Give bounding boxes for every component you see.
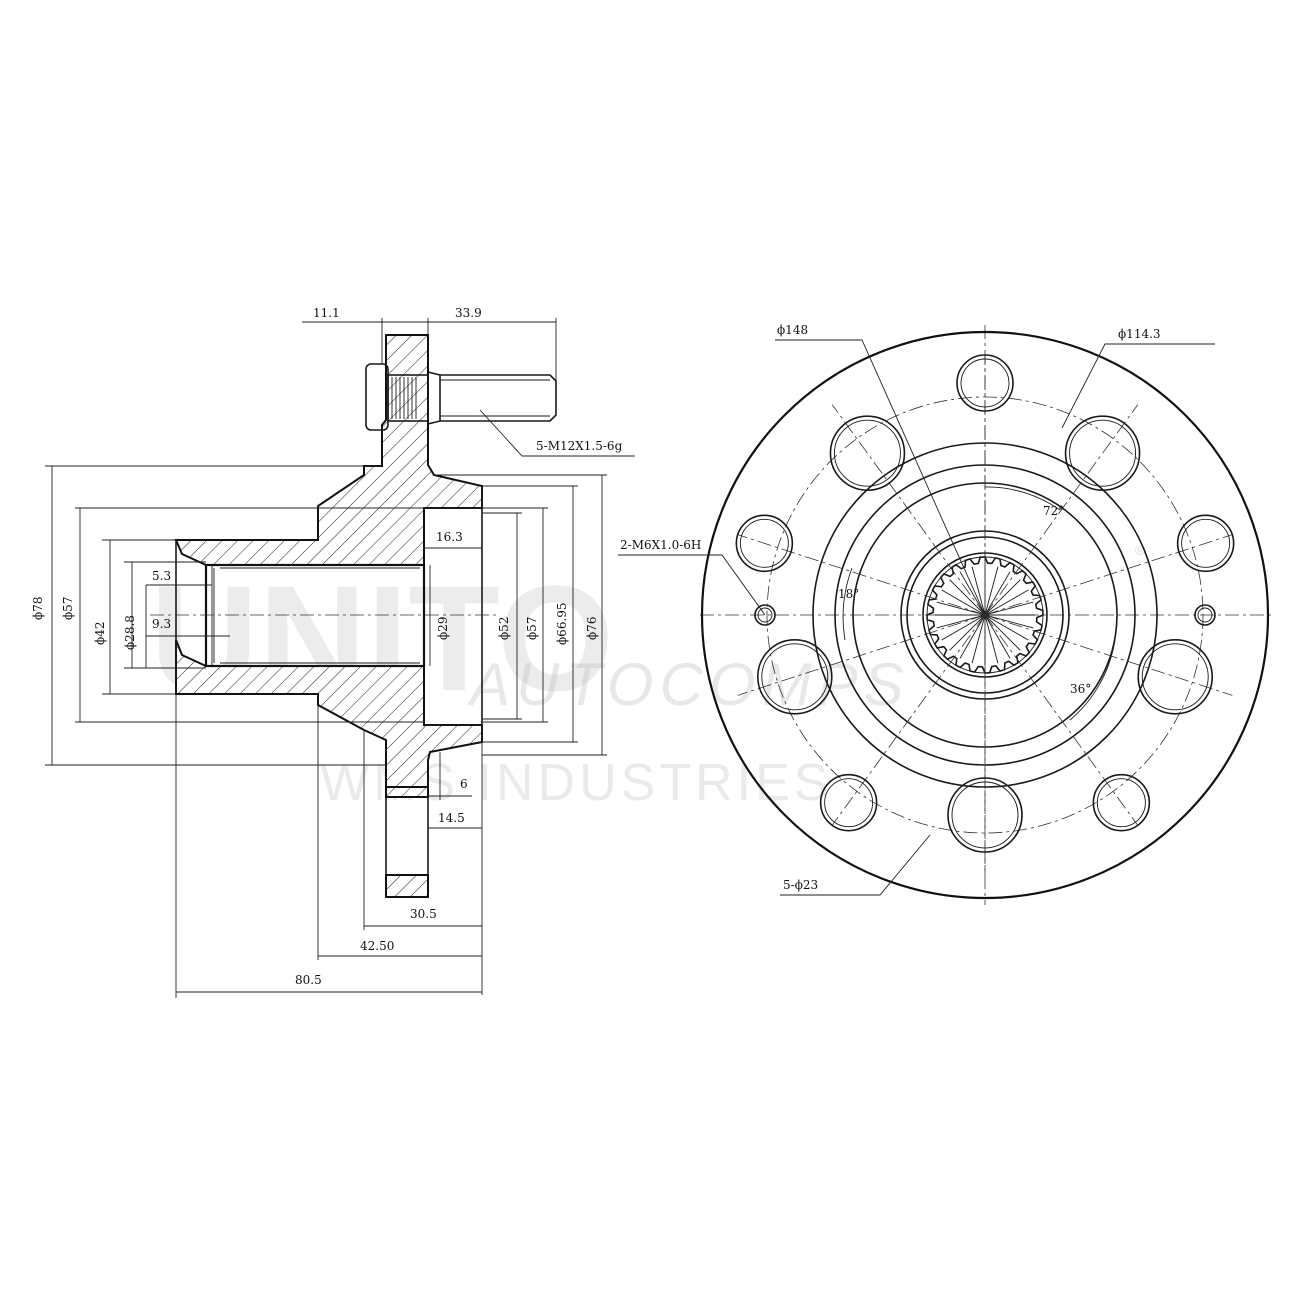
bolt-hole-inner [1181, 518, 1231, 568]
hub-circle-172 [812, 442, 1158, 788]
bolt-hole [819, 773, 878, 832]
bolt-hole [1092, 773, 1151, 832]
label-phi148: ϕ148 [777, 323, 808, 337]
label-36-deg: 36° [1070, 682, 1091, 696]
dim-5-3: 5.3 [152, 569, 171, 583]
bolt-hole [956, 354, 1014, 412]
bolt-hole-inner [1096, 778, 1146, 828]
spline-tooth-profile [926, 556, 1044, 674]
stud-thread-label: 5-M12X1.5-6g [536, 439, 623, 453]
bolt-hole [1064, 415, 1141, 491]
watermark-line1: AUTOCOMPS [467, 651, 910, 718]
dim-left: ϕ78 ϕ57 ϕ42 ϕ28.8 [31, 465, 424, 766]
label-holes: 5-ϕ23 [783, 878, 818, 892]
bolt-hole-inner [1069, 419, 1137, 487]
dim-phi57-left: ϕ57 [61, 597, 75, 620]
bolt-hole-inner [833, 419, 901, 487]
radial-line [984, 534, 1233, 616]
dim-9-3: 9.3 [152, 617, 171, 631]
dim-33-9: 33.9 [455, 306, 482, 320]
radial-line [737, 534, 986, 616]
hub-bore [204, 563, 426, 668]
dim-right: ϕ29 ϕ52 ϕ57 ϕ66.95 ϕ76 [429, 474, 607, 756]
bolt-hole-inner [761, 643, 829, 711]
bolt-hole-inner [951, 781, 1019, 849]
label-phi114-3: ϕ114.3 [1118, 327, 1161, 341]
bolt-hole [756, 639, 833, 715]
dim-14-5: 14.5 [438, 811, 465, 825]
radial-line [984, 614, 1233, 696]
dim-phi28-8: ϕ28.8 [123, 615, 137, 650]
bolt-hole [1176, 514, 1235, 573]
radial-line [984, 614, 1139, 826]
tapped-hole-right [1194, 604, 1216, 626]
dim-80-5: 80.5 [295, 973, 322, 987]
bolt-hole [1137, 639, 1214, 715]
dim-phi66-95: ϕ66.95 [555, 602, 569, 645]
front-annotations: ϕ148 ϕ114.3 2-M6X1.0-6H 72° 18° 36° 5-ϕ2… [618, 323, 1215, 896]
radial-line [984, 404, 1139, 616]
front-view: ϕ148 ϕ114.3 2-M6X1.0-6H 72° 18° 36° 5-ϕ2… [618, 323, 1275, 905]
label-72-deg: 72° [1043, 504, 1064, 518]
dim-phi76: ϕ76 [585, 617, 599, 640]
dim-bottom: 6 14.5 30.5 42.50 80.5 [175, 694, 483, 998]
dim-16-3: 16.3 [436, 530, 463, 544]
dim-30-5: 30.5 [410, 907, 437, 921]
label-18-deg: 18° [838, 587, 859, 601]
outer-flange-circle [700, 330, 1270, 900]
wheel-stud [365, 363, 557, 431]
bolt-hole-inner [960, 358, 1010, 408]
dim-42-50: 42.50 [360, 939, 394, 953]
radial-center-lines [737, 355, 1233, 875]
bolt-hole-inner [739, 518, 789, 568]
watermark-registered-mark: ® [1135, 542, 1146, 558]
dim-top: 11.1 33.9 [302, 306, 557, 380]
bore-spline-marks [220, 567, 420, 664]
label-tapped-holes: 2-M6X1.0-6H [620, 538, 701, 552]
dim-phi57-right: ϕ57 [525, 617, 539, 640]
side-view: 11.1 33.9 5-M12X1.5-6g ϕ78 ϕ57 ϕ42 ϕ28 [31, 306, 635, 998]
bolt-hole [735, 514, 794, 573]
dim-phi52: ϕ52 [497, 617, 511, 640]
bolt-hole [829, 415, 906, 491]
stud-leader: 5-M12X1.5-6g [479, 409, 635, 457]
tapped-hole-left [754, 604, 776, 626]
radial-line [737, 614, 986, 696]
dim-phi42: ϕ42 [93, 622, 107, 645]
dim-phi29: ϕ29 [436, 617, 450, 640]
radial-line [831, 404, 986, 616]
bolt-hole-inner [824, 778, 874, 828]
dim-phi78: ϕ78 [31, 597, 45, 620]
bolt-hole [947, 777, 1023, 853]
dim-inner: 5.3 9.3 16.3 [145, 530, 482, 668]
dim-11-1: 11.1 [313, 306, 340, 320]
dim-6: 6 [460, 777, 468, 791]
bolt-hole-inner [1141, 643, 1209, 711]
bolt-holes [735, 354, 1235, 853]
radial-line [831, 614, 986, 826]
lower-stud-stub [385, 786, 429, 898]
